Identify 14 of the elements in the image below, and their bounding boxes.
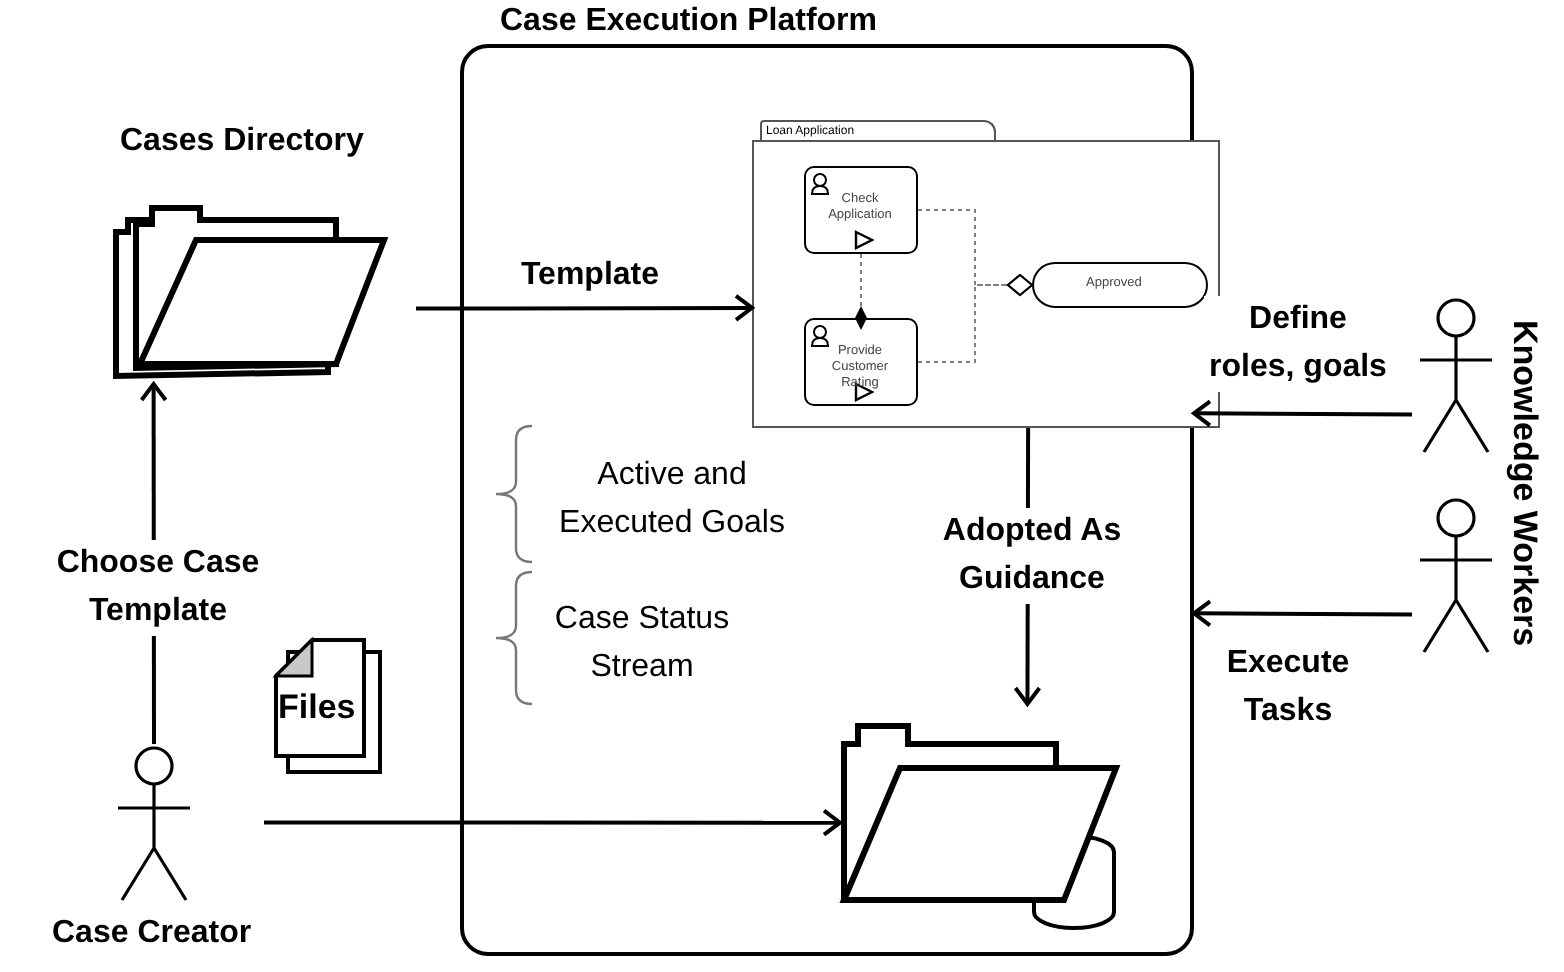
arrow: [264, 808, 842, 837]
annotation-text: Case Status Stream: [552, 600, 732, 688]
arrow: [1192, 399, 1412, 428]
dotted-connector: [855, 253, 867, 330]
annotation-text: Active and Executed Goals: [557, 456, 787, 544]
node-title: Cases Directory: [120, 124, 364, 160]
dotted-connector: [917, 274, 1033, 363]
node-label: Files: [278, 688, 356, 728]
arrow: [1192, 599, 1412, 628]
edge-label: Define roles, goals: [1204, 296, 1392, 392]
node-label: Case Creator: [52, 916, 252, 952]
rotated-label: Knowledge Workers: [1504, 320, 1544, 647]
node-title: Case Execution Platform: [500, 4, 877, 40]
arrow: [416, 293, 754, 322]
